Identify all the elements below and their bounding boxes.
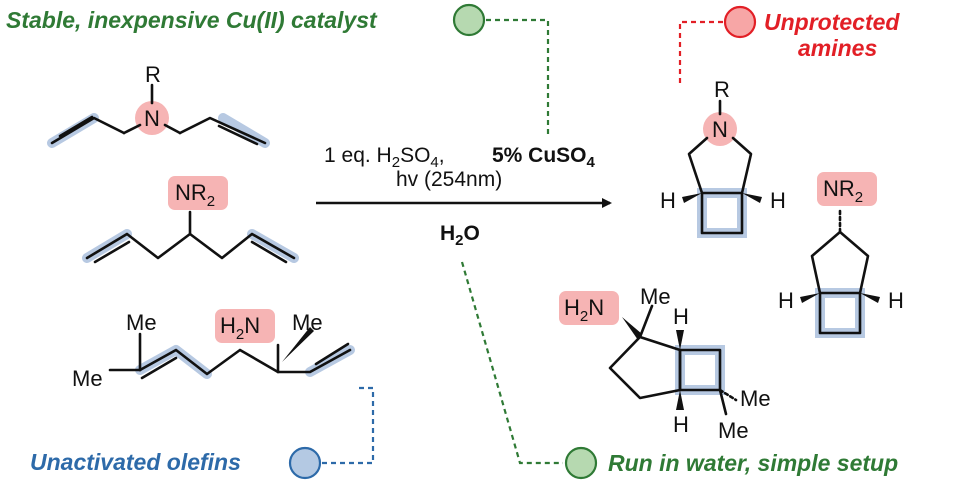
atom-h-p3-bottom: H	[673, 412, 689, 437]
product-bicyclo-nr2: NR2 H H	[778, 172, 904, 338]
callout-amines-line1: Unprotected	[764, 9, 900, 35]
atom-h2n-linalyl: H2N	[220, 313, 260, 343]
olefins-connector	[322, 386, 375, 465]
substrate-linalylamine: H2N Me Me Me	[72, 309, 355, 391]
atom-nr2: NR2	[175, 180, 215, 210]
olefins-marker-icon	[288, 446, 322, 480]
callout-catalyst: Stable, inexpensive Cu(II) catalyst	[6, 7, 378, 33]
atom-n: N	[144, 106, 160, 131]
substrate-diallylamine: R N	[47, 62, 270, 148]
catalyst-marker-icon	[452, 3, 486, 37]
catalyst-connector	[486, 18, 550, 138]
reaction-light: hv (254nm)	[396, 168, 502, 191]
atom-h-left: H	[660, 188, 676, 213]
amines-marker-icon	[723, 5, 757, 39]
callout-water: Run in water, simple setup	[608, 450, 898, 476]
atom-nr2-product: NR2	[823, 176, 863, 206]
product-azabicycle: R N H H	[660, 77, 786, 238]
atom-me-1: Me	[126, 310, 157, 335]
atom-r-product: R	[714, 77, 730, 102]
atom-me-p3-right: Me	[740, 386, 771, 411]
water-connector	[460, 261, 563, 465]
reagent-acid: 1 eq. H2SO4,	[324, 144, 445, 171]
atom-me-p3-bottom: Me	[718, 418, 749, 443]
water-marker-icon	[564, 446, 598, 480]
reaction-solvent: H2O	[440, 222, 480, 249]
atom-me-3: Me	[292, 310, 323, 335]
atom-h-p2-right: H	[888, 288, 904, 313]
reagent-catalyst: 5% CuSO4	[492, 144, 596, 171]
atom-r: R	[145, 62, 161, 87]
atom-h-right: H	[770, 188, 786, 213]
substrate-heptadienylamine: NR2	[82, 176, 299, 264]
atom-h2n-product: H2N	[564, 295, 604, 325]
atom-h-p2-left: H	[778, 288, 794, 313]
amines-connector	[678, 20, 723, 83]
wedge-bond	[282, 327, 314, 362]
product-bicyclo-amine: H2N Me H H Me Me	[559, 284, 771, 443]
callout-amines-line2: amines	[798, 35, 877, 61]
atom-me-2: Me	[72, 366, 103, 391]
atom-me-p3-top: Me	[640, 284, 671, 309]
callout-olefins: Unactivated olefins	[30, 449, 241, 475]
atom-h-p3-top: H	[673, 304, 689, 329]
atom-n-product: N	[712, 117, 728, 142]
